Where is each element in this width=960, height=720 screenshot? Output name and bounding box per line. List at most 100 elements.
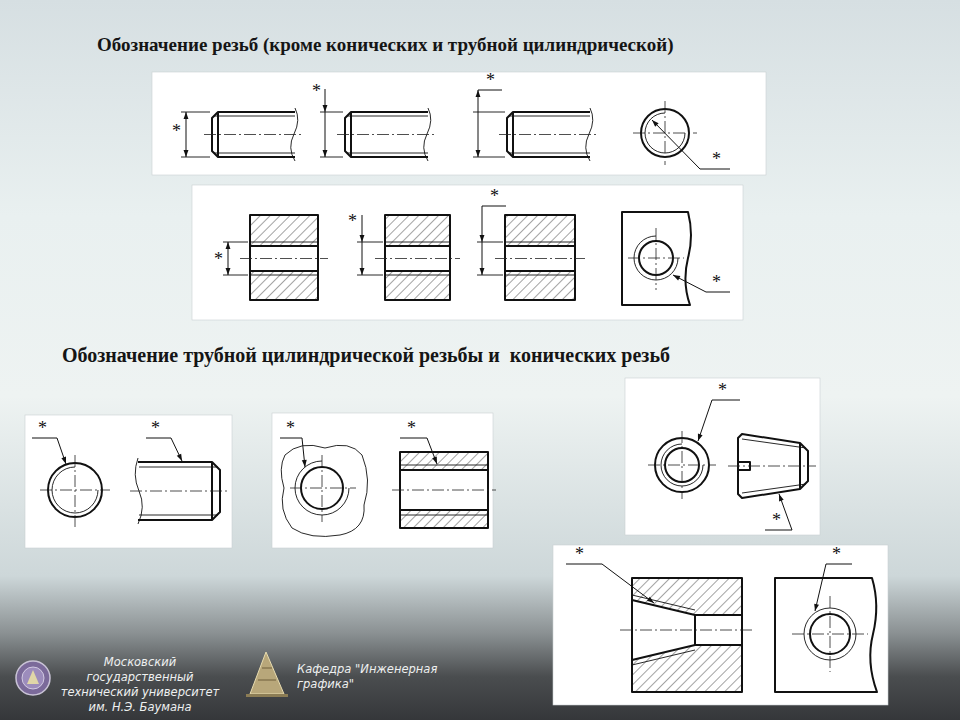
- threaded-hole-section: [385, 242, 450, 243]
- department-logo: [246, 694, 288, 697]
- tapered-thread-end-view: [648, 400, 740, 499]
- department-name: Кафедра "Инженерная графика": [297, 662, 447, 692]
- pipe-thread-hole-end-view: [322, 455, 323, 522]
- dimension-line: [320, 157, 343, 158]
- university-name: Московский государственный технический у…: [54, 655, 226, 715]
- threaded-hole-section: [250, 215, 318, 246]
- end-view: [622, 212, 691, 305]
- tapered-hole-section: [632, 600, 742, 615]
- threaded-rod: [499, 108, 597, 161]
- pipe-thread-end-view: [57, 438, 66, 464]
- department-logo: [246, 652, 288, 697]
- threaded-hole-section: [375, 258, 460, 259]
- dimension-line: [223, 242, 248, 243]
- pipe-thread-hole-end-view: [280, 438, 302, 439]
- designation-mark: *: [38, 421, 47, 435]
- tapered-hole-section: [632, 578, 742, 615]
- tapered-hole-end-view: [830, 596, 831, 672]
- threaded-hole-section: [385, 275, 450, 276]
- designation-mark: *: [712, 152, 721, 166]
- tapered-plug: [728, 434, 816, 530]
- threaded-hole-section: [505, 215, 575, 246]
- dimension-line: [362, 242, 363, 275]
- dimension-line: [482, 206, 483, 242]
- department-logo: [258, 680, 276, 681]
- threaded-hole-section: [505, 275, 575, 276]
- university-logo: [16, 661, 50, 695]
- end-view: [673, 275, 706, 292]
- designation-mark: *: [712, 275, 721, 289]
- pipe-thread-hole-section: [427, 438, 437, 464]
- university-logo: [22, 667, 44, 689]
- department-logo: [250, 652, 284, 694]
- pipe-thread-hole-section: [392, 490, 496, 491]
- white-panel: [625, 378, 820, 535]
- tapered-hole-section: [632, 578, 742, 692]
- dimension-line: [477, 242, 503, 243]
- pipe-thread-hole-end-view: [302, 438, 305, 467]
- designation-mark: *: [772, 513, 781, 527]
- pipe-thread-rod: [139, 467, 218, 468]
- white-panel: [272, 413, 493, 548]
- threaded-rod: [509, 153, 590, 154]
- designation-mark: *: [490, 189, 499, 203]
- tapered-hole-end-view: [775, 564, 877, 692]
- university-logo: [16, 661, 50, 695]
- threaded-hole-section: [250, 271, 318, 300]
- threaded-rod: [214, 153, 295, 154]
- tapered-hole-section: [620, 630, 752, 631]
- dimension-line: [181, 112, 210, 157]
- threaded-rod: [337, 134, 435, 135]
- pipe-thread-hole-section: [400, 438, 427, 439]
- threaded-hole-section: [505, 270, 575, 272]
- dimension-line: [477, 275, 503, 276]
- tapered-hole-section: [632, 595, 695, 610]
- pipe-thread-end-view: [75, 455, 76, 527]
- designation-mark: *: [832, 547, 841, 561]
- designation-mark: *: [718, 383, 727, 397]
- threaded-rod: [350, 112, 352, 157]
- university-logo: [27, 670, 39, 684]
- dimension-line: [325, 89, 326, 112]
- pipe-thread-hole-section: [400, 469, 488, 471]
- dimension-line: [223, 242, 248, 275]
- designation-mark: *: [348, 214, 357, 228]
- dimension-line: [228, 242, 229, 275]
- threaded-hole-section: [240, 215, 328, 300]
- pipe-thread-hole-section: [400, 465, 488, 466]
- pipe-thread-hole-end-view: [281, 445, 367, 536]
- slide-title: Обозначение резьб (кроме конических и тр…: [97, 33, 674, 57]
- white-panel: [25, 72, 888, 705]
- pipe-thread-rod: [171, 438, 182, 461]
- threaded-hole-section: [505, 271, 575, 300]
- tapered-thread-end-view: [698, 400, 712, 441]
- threaded-hole-section: [375, 215, 460, 300]
- threaded-hole-section: [385, 271, 450, 300]
- threaded-rod: [509, 116, 590, 117]
- threaded-hole-section: [495, 215, 585, 300]
- tapered-hole-section: [602, 564, 654, 603]
- pipe-thread-rod: [130, 438, 228, 524]
- tapered-plug: [728, 466, 816, 467]
- tapered-plug: [742, 484, 806, 493]
- pipe-thread-rod: [139, 515, 218, 516]
- dimension-line: [186, 112, 187, 157]
- dimension-line: [320, 89, 343, 157]
- tapered-plug: [765, 530, 792, 531]
- threaded-hole-section: [505, 215, 575, 300]
- tapered-hole-end-view: [775, 578, 877, 692]
- dimension-line: [478, 90, 502, 91]
- white-panel: [152, 72, 766, 175]
- threaded-hole-section: [505, 245, 575, 247]
- dimension-line: [357, 215, 383, 275]
- pipe-thread-hole-section: [400, 509, 488, 511]
- threaded-rod: [204, 108, 302, 161]
- white-panel: [553, 545, 888, 705]
- threaded-hole-section: [385, 270, 450, 272]
- end-view: [656, 228, 657, 290]
- pipe-thread-hole-section: [400, 452, 488, 470]
- tapered-hole-section: [632, 645, 742, 660]
- threaded-hole-section: [495, 258, 585, 259]
- dimension-line: [482, 242, 483, 275]
